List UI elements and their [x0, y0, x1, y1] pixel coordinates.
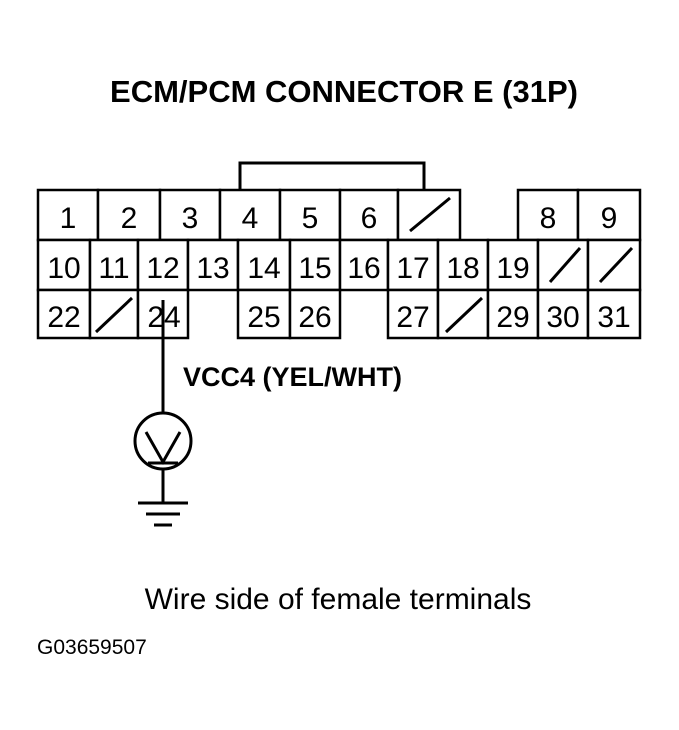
terminal-13: 13	[196, 252, 229, 285]
diagram-title: ECM/PCM CONNECTOR E (31P)	[110, 74, 578, 109]
terminal-1: 1	[60, 202, 77, 235]
terminal-4: 4	[242, 202, 259, 235]
terminal-5: 5	[302, 202, 319, 235]
terminal-2: 2	[121, 202, 138, 235]
terminal-30: 30	[546, 301, 579, 334]
terminal-3: 3	[182, 202, 199, 235]
terminal-17: 17	[396, 252, 429, 285]
terminal-14: 14	[247, 252, 280, 285]
terminal-29: 29	[496, 301, 529, 334]
figure-code: G03659507	[37, 636, 147, 659]
diagram-caption: Wire side of female terminals	[145, 583, 532, 616]
terminal-26: 26	[298, 301, 331, 334]
ground-icon	[138, 469, 188, 527]
terminal-27: 27	[396, 301, 429, 334]
blank-cavity-slash	[94, 296, 134, 334]
terminal-22: 22	[47, 301, 80, 334]
terminal-18: 18	[446, 252, 479, 285]
voltmeter-icon	[133, 411, 193, 471]
blank-cavity-slash	[409, 196, 451, 233]
terminal-19: 19	[496, 252, 529, 285]
terminal-31: 31	[597, 301, 630, 334]
terminal-labels: 1 2 3 4 5 6 8 9 10 11 12 13 14 15 16 17 …	[47, 202, 630, 334]
terminal-12: 12	[146, 252, 179, 285]
terminal-15: 15	[298, 252, 331, 285]
terminal-9: 9	[601, 202, 618, 235]
terminal-16: 16	[347, 252, 380, 285]
terminal-6: 6	[361, 202, 378, 235]
blank-cavity-slash	[444, 296, 484, 334]
terminal-8: 8	[540, 202, 557, 235]
terminal-11: 11	[98, 252, 129, 285]
wire-label: VCC4 (YEL/WHT)	[183, 362, 402, 392]
terminal-25: 25	[247, 301, 280, 334]
connector-outline	[36, 161, 642, 340]
blank-cavity-slash	[548, 247, 582, 283]
terminal-10: 10	[47, 252, 80, 285]
blank-cavity-slash	[598, 246, 634, 284]
